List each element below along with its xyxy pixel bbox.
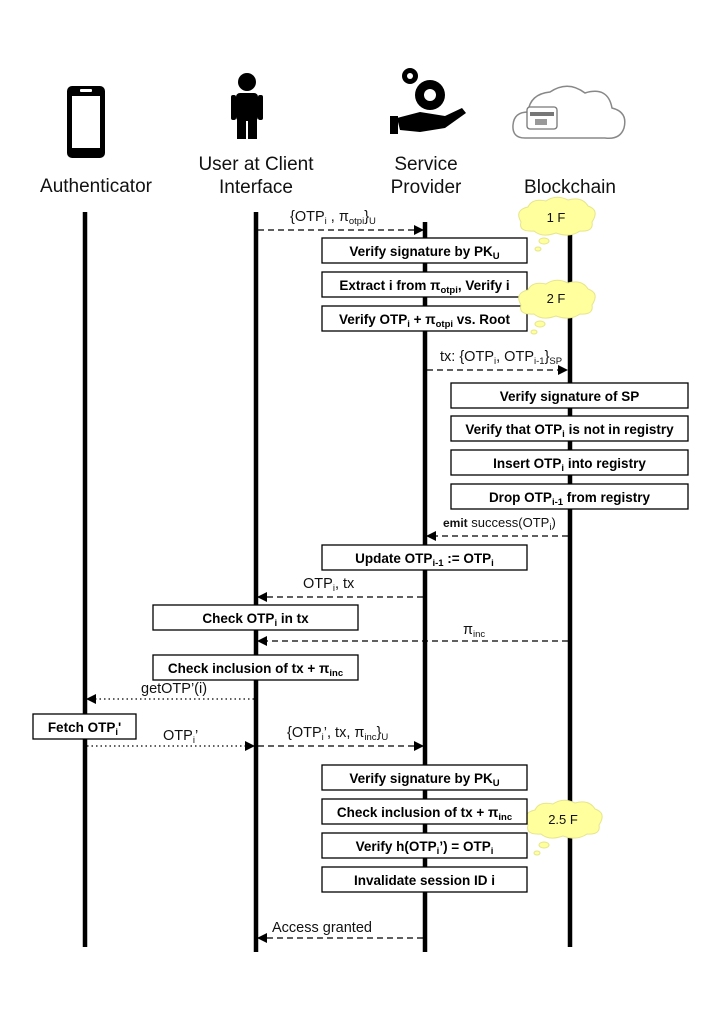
message-pi-inc-label: πinc bbox=[463, 622, 485, 640]
svg-text:Insert OTPi into registry: Insert OTPi into registry bbox=[493, 456, 646, 474]
box-insert-otp: Insert OTPi into registry bbox=[450, 449, 689, 476]
svg-text:Verify signature by PKU: Verify signature by PKU bbox=[349, 244, 499, 262]
box-verify-not-in-registry: Verify that OTPi is not in registry bbox=[450, 415, 689, 442]
user-label-line2: Interface bbox=[219, 177, 293, 198]
box-invalidate-session: Invalidate session ID i bbox=[321, 866, 528, 893]
box-update-otp: Update OTPi-1 := OTPi bbox=[321, 544, 528, 571]
message-otp-proof-label: {OTPi , πotpi}U bbox=[290, 209, 376, 227]
svg-text:2 F: 2 F bbox=[547, 291, 566, 306]
box-verify-signature-sp: Verify signature of SP bbox=[450, 382, 689, 409]
message-otp-prime-label: OTPi’ bbox=[163, 728, 198, 746]
box-check-inclusion-sp: Check inclusion of tx + πinc bbox=[321, 798, 528, 825]
svg-text:Verify h(OTPi’) = OTPi: Verify h(OTPi’) = OTPi bbox=[356, 839, 494, 857]
box-verify-signature-pku: Verify signature by PKU bbox=[321, 237, 528, 264]
sp-label-line1: Service bbox=[394, 154, 457, 175]
message-tx-label: tx: {OTPi, OTPi-1}SP bbox=[440, 349, 562, 367]
annotation-cloud-1f: 1 F bbox=[518, 196, 596, 252]
box-check-otp-in-tx: Check OTPi in tx bbox=[152, 604, 359, 631]
blockchain-label: Blockchain bbox=[524, 177, 616, 198]
svg-text:Verify signature of SP: Verify signature of SP bbox=[500, 389, 640, 404]
person-icon bbox=[231, 73, 263, 139]
message-getotp-label: getOTP’(i) bbox=[141, 681, 207, 697]
smartphone-icon bbox=[67, 86, 105, 158]
annotation-cloud-2f: 2 F bbox=[518, 279, 596, 335]
svg-text:Check OTPi in tx: Check OTPi in tx bbox=[202, 611, 309, 629]
box-fetch-otp: Fetch OTPi' bbox=[32, 713, 137, 740]
cloud-wallet-icon bbox=[512, 85, 626, 140]
svg-text:Extract i from πotpi, Verify i: Extract i from πotpi, Verify i bbox=[339, 278, 509, 296]
svg-text:Verify that OTPi is not in reg: Verify that OTPi is not in registry bbox=[465, 422, 674, 440]
box-verify-hash: Verify h(OTPi’) = OTPi bbox=[321, 832, 528, 859]
svg-text:Fetch OTPi': Fetch OTPi' bbox=[48, 720, 121, 738]
svg-text:Check inclusion of tx + πinc: Check inclusion of tx + πinc bbox=[337, 805, 512, 823]
authenticator-label: Authenticator bbox=[40, 176, 153, 197]
svg-text:Verify OTPi + πotpi vs. Root: Verify OTPi + πotpi vs. Root bbox=[339, 312, 511, 330]
message-otp-prime-tx-label: {OTPi’, tx, πinc}U bbox=[287, 725, 388, 743]
svg-text:Drop OTPi-1 from registry: Drop OTPi-1 from registry bbox=[489, 490, 651, 508]
user-label-line1: User at Client bbox=[198, 154, 314, 175]
sp-label-line2: Provider bbox=[391, 177, 462, 198]
box-extract-i: Extract i from πotpi, Verify i bbox=[321, 271, 528, 298]
svg-text:2.5 F: 2.5 F bbox=[548, 812, 578, 827]
svg-text:1 F: 1 F bbox=[547, 210, 566, 225]
svg-text:Invalidate session ID i: Invalidate session ID i bbox=[354, 873, 495, 888]
annotation-cloud-2-5f: 2.5 F bbox=[525, 799, 603, 856]
svg-text:Update OTPi-1 := OTPi: Update OTPi-1 := OTPi bbox=[355, 551, 494, 569]
box-drop-otp: Drop OTPi-1 from registry bbox=[450, 483, 689, 510]
message-access-granted-label: Access granted bbox=[272, 920, 372, 936]
message-otp-tx-label: OTPi, tx bbox=[303, 576, 355, 594]
svg-text:Verify signature by PKU: Verify signature by PKU bbox=[349, 771, 499, 789]
box-check-inclusion-user: Check inclusion of tx + πinc bbox=[152, 654, 359, 681]
box-verify-otp-root: Verify OTPi + πotpi vs. Root bbox=[321, 305, 528, 332]
gear-hand-icon bbox=[390, 68, 466, 134]
box-verify-signature-pku-2: Verify signature by PKU bbox=[321, 764, 528, 791]
svg-text:Check inclusion of tx + πinc: Check inclusion of tx + πinc bbox=[168, 661, 343, 679]
message-emit-success-label: emit success(OTPi) bbox=[443, 515, 556, 533]
